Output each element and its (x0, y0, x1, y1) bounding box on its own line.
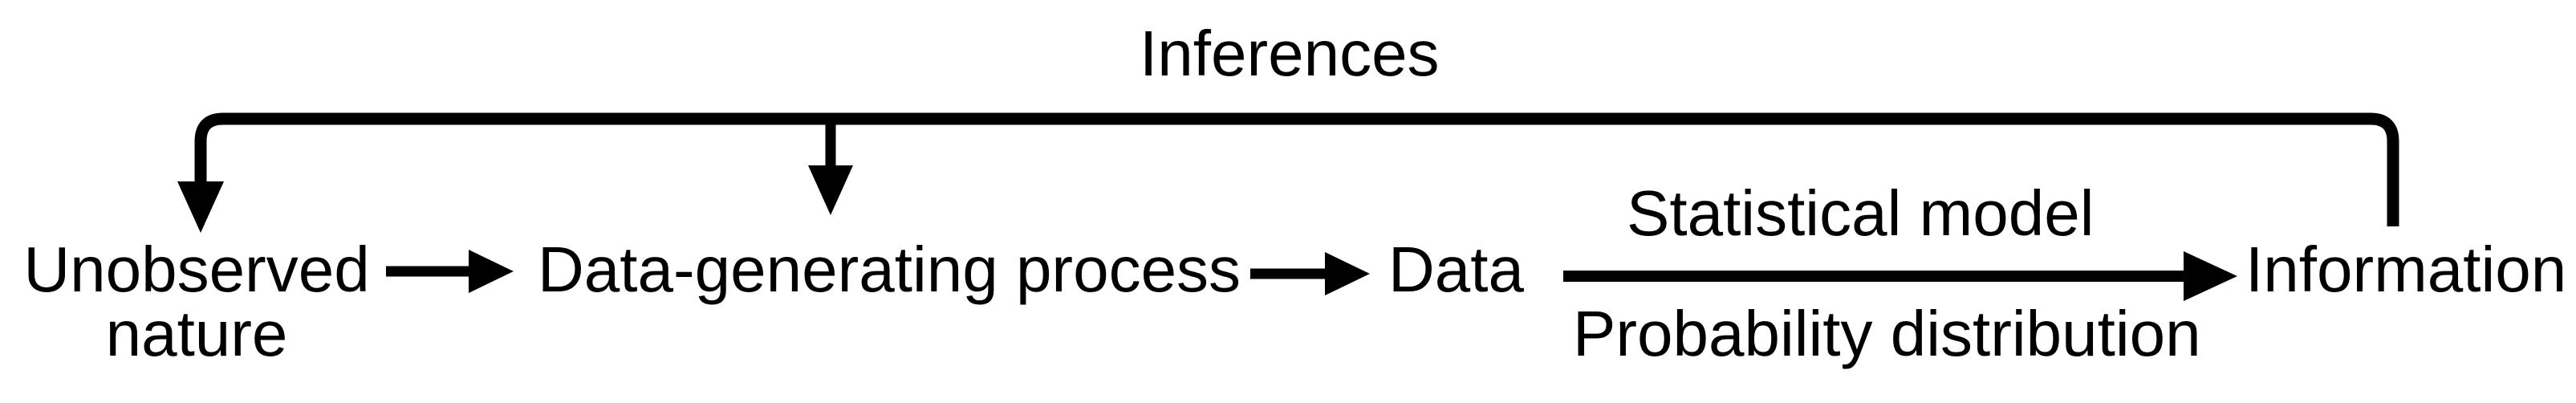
feedback-line (194, 112, 2399, 226)
arrow-dgp-to-data-icon (1250, 252, 1370, 295)
node-information: Information (2245, 234, 2567, 305)
arrow-unobserved-to-dgp-icon (386, 250, 514, 293)
inferences-feedback-arrow (177, 112, 2399, 233)
node-data-generating-process: Data-generating process (538, 234, 1241, 305)
feedback-arrowhead-to-dgp-icon (808, 165, 853, 215)
feedback-arrowhead-to-unobserved-icon (177, 181, 224, 233)
arrow-data-to-information-icon (1563, 251, 2237, 301)
node-data: Data (1388, 234, 1524, 305)
edge-label-probability-distribution: Probability distribution (1573, 298, 2201, 369)
diagram-title-inferences: Inferences (1140, 18, 1440, 89)
edge-label-statistical-model: Statistical model (1627, 177, 2095, 249)
node-unobserved-nature: Unobserved nature (23, 234, 370, 369)
